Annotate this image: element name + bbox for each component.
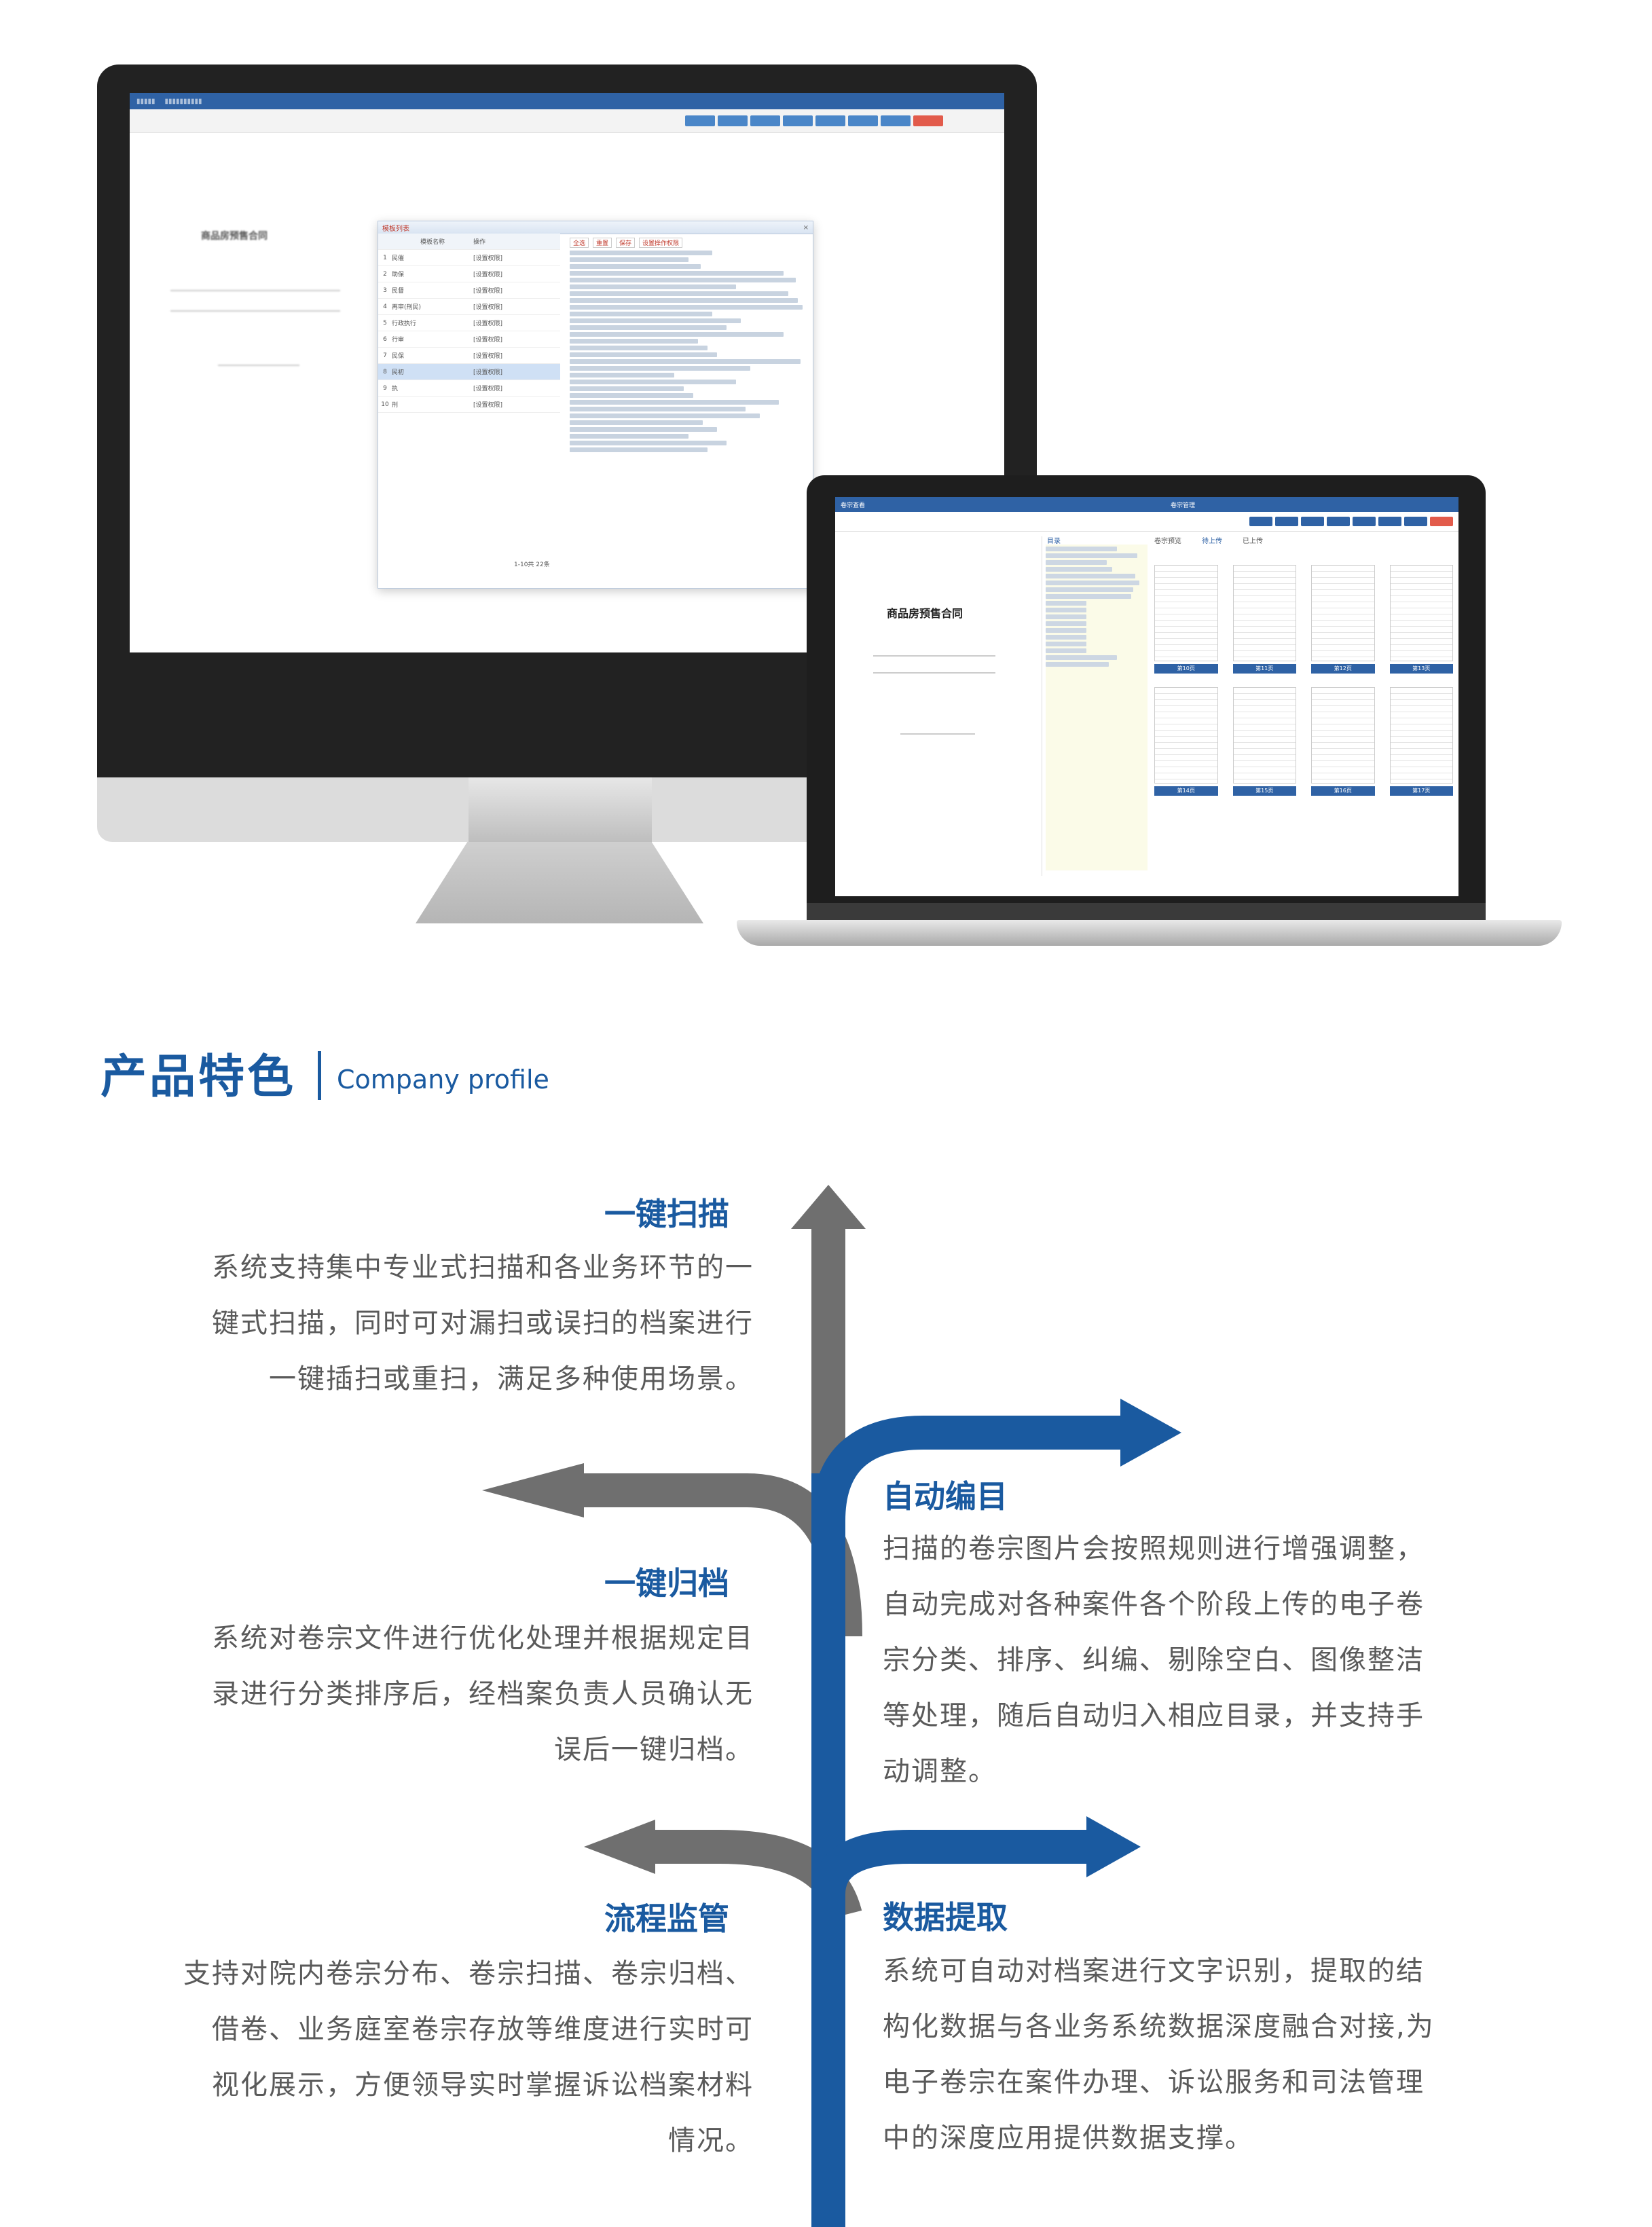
feature-text-scan: 系统支持集中专业式扫描和各业务环节的一 键式扫描，同时可对漏扫或误扫的档案进行 … bbox=[212, 1252, 754, 1395]
toolbar-button[interactable] bbox=[848, 115, 878, 126]
select-all-button[interactable]: 全选 bbox=[570, 238, 589, 248]
toolbar-button[interactable] bbox=[1275, 517, 1298, 526]
tab-volume-view[interactable]: 卷宗查看 bbox=[841, 502, 866, 509]
toolbar-button[interactable] bbox=[1353, 517, 1376, 526]
blue-branch-extract bbox=[811, 1830, 1093, 1896]
app-tab[interactable]: ▮▮▮▮▮▮▮▮▮▮ bbox=[164, 97, 202, 105]
tab-uploaded[interactable]: 已上传 bbox=[1243, 538, 1263, 545]
column-header: 模板名称 bbox=[420, 239, 445, 246]
feature-text-extract: 系统可自动对档案进行文字识别，提取的结 构化数据与各业务系统数据深度融合对接,为… bbox=[883, 1955, 1435, 2154]
page-thumbnail[interactable]: 第11页 bbox=[1232, 565, 1296, 674]
monitor-screen: ▮▮▮▮▮ ▮▮▮▮▮▮▮▮▮▮ 商品房预售合同 bbox=[130, 93, 1004, 652]
blue-right-arrow-head bbox=[1120, 1399, 1181, 1467]
toolbar-button[interactable] bbox=[685, 115, 715, 126]
desktop-monitor: ▮▮▮▮▮ ▮▮▮▮▮▮▮▮▮▮ 商品房预售合同 bbox=[97, 65, 1037, 842]
feature-text-archive: 系统对卷宗文件进行优化处理并根据规定目 录进行分类排序后，经档案负责人员确认无 … bbox=[212, 1623, 754, 1765]
modal-actions: 全选 重置 保存 设置操作权限 bbox=[570, 238, 683, 248]
toolbar-button[interactable] bbox=[783, 115, 813, 126]
section-subtitle: Company profile bbox=[337, 1065, 549, 1094]
toolbar-button[interactable] bbox=[815, 115, 845, 126]
delete-button[interactable] bbox=[1430, 517, 1453, 526]
toolbar-button[interactable] bbox=[1378, 517, 1401, 526]
reset-button[interactable]: 重置 bbox=[593, 238, 612, 248]
panel-label-catalog[interactable]: 目录 bbox=[1047, 538, 1061, 545]
gray-left-arrow-head-2 bbox=[584, 1820, 655, 1874]
page-thumbnail[interactable]: 第10页 bbox=[1154, 565, 1218, 674]
feature-title-monitor: 流程监管 bbox=[604, 1900, 729, 1937]
page-thumbnail[interactable]: 第13页 bbox=[1389, 565, 1453, 674]
monitor-neck bbox=[469, 777, 652, 845]
laptop-topbar: 卷宗查看 卷宗管理 bbox=[835, 497, 1458, 512]
gray-left-arrow-head bbox=[482, 1463, 584, 1517]
feature-text-catalog: 扫描的卷宗图片会按照规则进行增强调整， 自动完成对各种案件各个阶段上传的电子卷 … bbox=[883, 1533, 1425, 1787]
page-thumbnail[interactable]: 第15页 bbox=[1232, 687, 1296, 796]
catalog-tree bbox=[1046, 545, 1148, 870]
app-toolbar bbox=[130, 109, 1004, 133]
page-thumbnail[interactable]: 第17页 bbox=[1389, 687, 1453, 796]
toolbar-button[interactable] bbox=[1327, 517, 1350, 526]
pager-info: 1-10共 22条 bbox=[514, 562, 550, 568]
doc-title: 商品房预售合同 bbox=[887, 607, 963, 620]
toolbar-button[interactable] bbox=[718, 115, 748, 126]
laptop-toolbar bbox=[835, 512, 1458, 532]
feature-title-archive: 一键归档 bbox=[604, 1565, 729, 1602]
save-button[interactable]: 保存 bbox=[616, 238, 636, 248]
gray-up-arrow-head bbox=[791, 1185, 866, 1229]
thumbnail-grid: 第10页 第11页 第12页 第13页 第14页 第15页 第16页 第17页 bbox=[1154, 565, 1453, 796]
laptop-hinge bbox=[807, 903, 1486, 920]
section-title: 产品特色 bbox=[100, 1050, 297, 1104]
laptop-document: 商品房预售合同 bbox=[839, 536, 1042, 876]
app-tab[interactable]: ▮▮▮▮▮ bbox=[136, 97, 155, 105]
laptop-screen: 卷宗查看 卷宗管理 商品房预售合同 目录 卷宗预览 待上传 已上传 bbox=[835, 497, 1458, 896]
monitor-stand bbox=[416, 842, 703, 923]
tab-volume-manage[interactable]: 卷宗管理 bbox=[1170, 502, 1195, 509]
set-permission-button[interactable]: 设置操作权限 bbox=[639, 238, 683, 248]
page-thumbnail[interactable]: 第14页 bbox=[1154, 687, 1218, 796]
blue-right-arrow-head-2 bbox=[1086, 1816, 1141, 1877]
feature-title-catalog: 自动编目 bbox=[883, 1478, 1008, 1515]
feature-arrows-graphic bbox=[482, 1185, 1181, 2227]
feature-text-monitor: 支持对院内卷宗分布、卷宗扫描、卷宗归档、 借卷、业务庭室卷宗存放等维度进行实时可… bbox=[183, 1958, 754, 2156]
tab-pending-upload[interactable]: 待上传 bbox=[1202, 538, 1222, 545]
laptop: 卷宗查看 卷宗管理 商品房预售合同 目录 卷宗预览 待上传 已上传 bbox=[807, 475, 1486, 903]
doc-title: 商品房预售合同 bbox=[201, 231, 268, 242]
document-preview: 商品房预售合同 bbox=[130, 134, 401, 652]
toolbar-button[interactable] bbox=[881, 115, 911, 126]
toolbar-button[interactable] bbox=[1404, 517, 1427, 526]
monitor-bezel: ▮▮▮▮▮ ▮▮▮▮▮▮▮▮▮▮ 商品房预售合同 bbox=[97, 65, 1037, 777]
table-header: 模板名称 操作 bbox=[378, 234, 560, 250]
laptop-base bbox=[737, 920, 1562, 946]
delete-button[interactable] bbox=[913, 115, 943, 126]
page-thumbnail[interactable]: 第12页 bbox=[1311, 565, 1375, 674]
permission-tree bbox=[570, 249, 807, 554]
close-icon[interactable]: × bbox=[803, 223, 809, 232]
feature-title-scan: 一键扫描 bbox=[604, 1196, 729, 1232]
modal-header: 模板列表 × bbox=[378, 221, 813, 234]
section-divider bbox=[318, 1051, 321, 1100]
page-thumbnail[interactable]: 第16页 bbox=[1311, 687, 1375, 796]
panel-label-preview[interactable]: 卷宗预览 bbox=[1154, 538, 1181, 545]
feature-title-extract: 数据提取 bbox=[883, 1899, 1008, 1936]
toolbar-button[interactable] bbox=[1249, 517, 1272, 526]
toolbar-button[interactable] bbox=[1301, 517, 1324, 526]
modal-title: 模板列表 bbox=[382, 225, 409, 233]
toolbar-button[interactable] bbox=[750, 115, 780, 126]
column-header: 操作 bbox=[473, 239, 486, 246]
app-topbar: ▮▮▮▮▮ ▮▮▮▮▮▮▮▮▮▮ bbox=[130, 93, 1004, 109]
blue-branch-catalog bbox=[811, 1416, 1127, 1522]
